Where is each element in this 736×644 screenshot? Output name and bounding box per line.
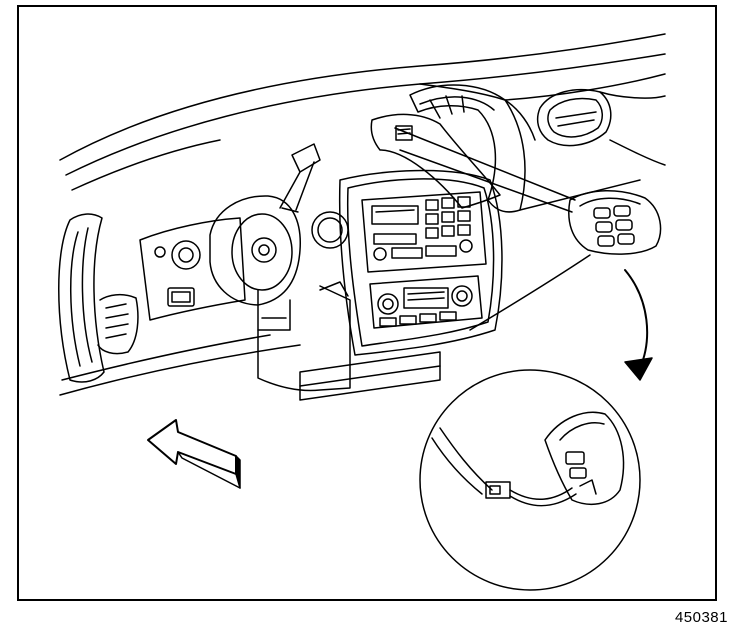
multifunction-stalk [279,143,321,213]
radio-unit [361,191,487,273]
vehicle-front-arrow [147,419,241,489]
center-air-vent [370,113,501,209]
right-upper-vent [409,84,526,213]
knee-bolster [257,281,441,401]
figure-number: 450381 [674,609,728,626]
far-right-vent [536,89,666,147]
right-dash-edge [519,139,666,211]
steering-column [209,195,301,331]
headlamp-switch-area [139,217,246,321]
dashboard-lower-edge [59,254,591,396]
leader-lines [394,127,576,213]
dashboard-top-surface [59,33,666,191]
hvac-control-panel [369,275,483,329]
removed-switch-panel [568,190,662,255]
left-air-vent [58,213,139,383]
center-stack-bezel [338,169,503,356]
figure-frame [17,5,717,601]
detail-pointer-arrow [624,269,653,381]
ignition-switch [311,211,349,249]
detail-view [419,369,641,591]
